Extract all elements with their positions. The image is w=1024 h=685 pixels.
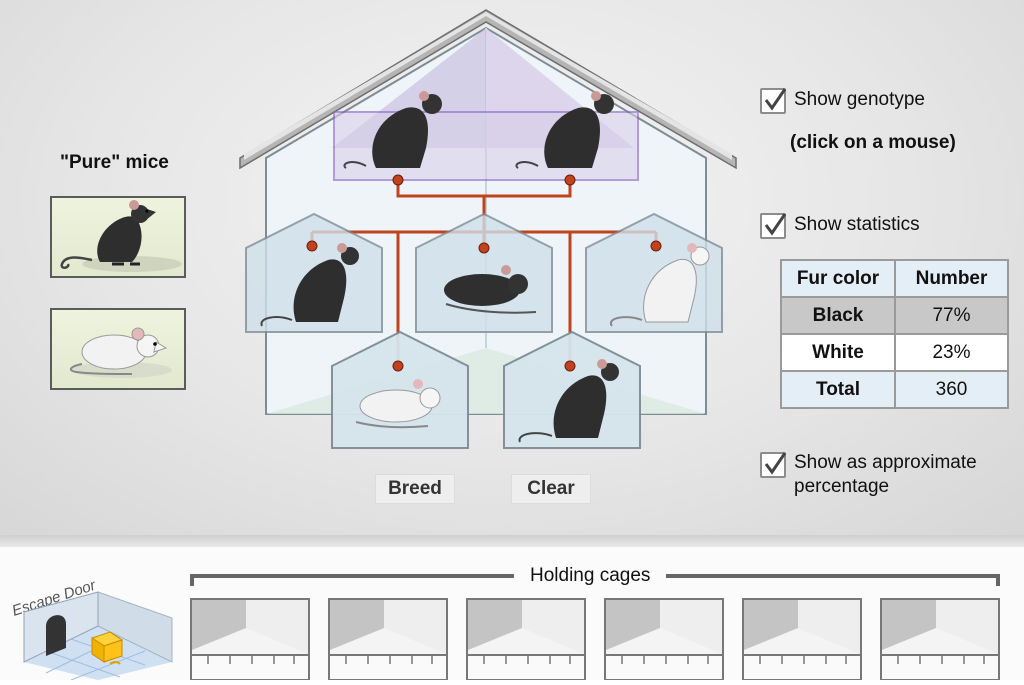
header-fur-color: Fur color (782, 261, 894, 296)
row-color: Black (782, 298, 894, 333)
breeding-house (239, 9, 737, 449)
parent-mouse-1[interactable] (343, 91, 442, 169)
cheese-icon (90, 631, 124, 665)
parent-mouse-2[interactable] (515, 91, 614, 169)
escape-door[interactable]: Escape Door (6, 566, 176, 680)
offspring-mouse-2[interactable] (444, 265, 537, 314)
holding-cage-2[interactable] (328, 598, 450, 681)
show-genotype-checkbox[interactable] (760, 88, 787, 114)
holding-cage-4[interactable] (604, 598, 726, 681)
offspring-cage-2[interactable] (415, 212, 553, 333)
table-row: Total 360 (782, 372, 1007, 407)
show-percentage-checkbox[interactable] (760, 452, 787, 478)
row-color: Total (782, 372, 894, 407)
show-statistics-label: Show statistics (794, 214, 920, 235)
genotype-hint: (click on a mouse) (790, 132, 956, 153)
show-statistics-checkbox[interactable] (760, 213, 787, 239)
table-row: Black 77% (782, 298, 1007, 333)
statistics-table: Fur color Number Black 77% White 23% Tot… (780, 259, 1009, 409)
black-mouse-icon[interactable] (52, 198, 184, 276)
header-number: Number (896, 261, 1007, 296)
holding-cage-3[interactable] (466, 598, 588, 681)
pure-cage-black[interactable] (50, 196, 186, 278)
offspring-mouse-5[interactable] (518, 359, 619, 443)
holding-cages-label: Holding cages (514, 565, 667, 587)
white-mouse-icon[interactable] (52, 310, 184, 388)
row-value: 77% (896, 298, 1007, 333)
clear-button[interactable]: Clear (511, 474, 591, 504)
door-icon (46, 615, 66, 656)
holding-cage-5[interactable] (742, 598, 864, 681)
row-value: 360 (896, 372, 1007, 407)
offspring-mouse-4[interactable] (355, 379, 441, 429)
table-row: White 23% (782, 335, 1007, 370)
offspring-mouse-1[interactable] (260, 243, 359, 327)
show-genotype-label: Show genotype (794, 89, 925, 110)
show-percentage-label: Show as approximate percentage (794, 452, 977, 497)
row-value: 23% (896, 335, 1007, 370)
holding-cage-1[interactable] (190, 598, 312, 681)
pure-mice-title: "Pure" mice (60, 152, 169, 173)
breed-button[interactable]: Breed (375, 474, 455, 504)
checkmark-icon (764, 88, 787, 111)
checkmark-icon (764, 213, 787, 236)
checkmark-icon (764, 452, 787, 475)
divider (0, 535, 1024, 547)
row-color: White (782, 335, 894, 370)
offspring-mouse-3[interactable] (609, 243, 710, 327)
roof (239, 9, 737, 170)
pure-cage-white[interactable] (50, 308, 186, 390)
holding-cage-6[interactable] (880, 598, 1002, 681)
